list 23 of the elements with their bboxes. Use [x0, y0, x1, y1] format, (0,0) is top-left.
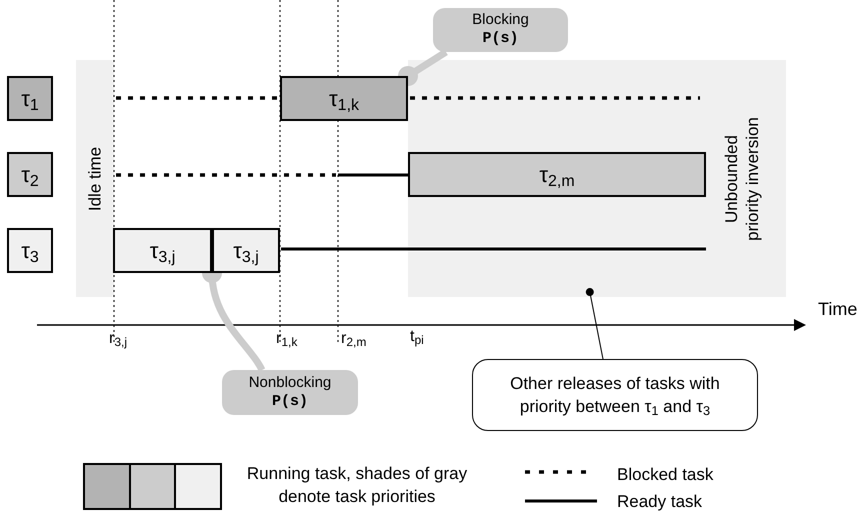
task-label-box: τ$_{1}$	[7, 76, 53, 121]
band-label: Idle time	[85, 146, 104, 211]
release-label: r$_{1,k}$	[276, 329, 298, 351]
task-execution-bar: τ$_{3,j}$	[113, 228, 212, 273]
release-label: r$_{3,j}$	[109, 329, 128, 351]
legend-label: Blocked task	[617, 464, 714, 486]
callout-bubble: Nonblocking P(s)	[222, 370, 358, 415]
band-label: Unbounded priority inversion	[722, 116, 762, 240]
task-execution-bar: τ$_{3,j}$	[212, 228, 280, 273]
callout-bubble: Blocking P(s)	[433, 8, 568, 52]
legend-label: Running task, shades of gray denote task priorities	[246, 463, 468, 508]
task-label-box: τ$_{3}$	[7, 228, 53, 273]
time-label: Time	[818, 298, 858, 321]
task-label-box: τ$_{2}$	[7, 152, 53, 197]
release-label: r$_{2,m}$	[341, 329, 366, 351]
inversion-band	[408, 60, 786, 297]
time-label: t$_{pi}$	[410, 327, 424, 349]
task-execution-bar: τ$_{2,m}$	[408, 152, 706, 197]
note-box: Other releases of tasks with priority between τ$_{1}$ and τ$_{3}$	[472, 359, 758, 431]
legend-label: Ready task	[617, 491, 702, 513]
leader-line	[586, 288, 604, 360]
idle-time-band	[76, 60, 114, 297]
task-execution-bar: τ$_{1,k}$	[280, 76, 408, 121]
